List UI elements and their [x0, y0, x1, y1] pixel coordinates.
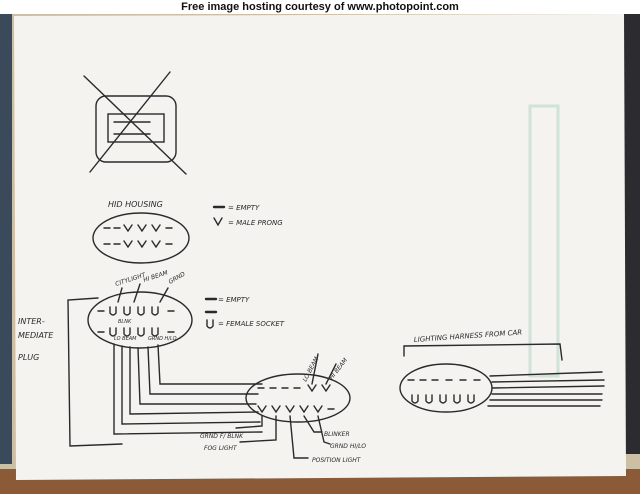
plug-bottom-label-grnd: GRND H/LO [148, 336, 177, 342]
hid-housing-shape [92, 212, 190, 264]
hosting-banner: Free image hosting courtesy of www.photo… [0, 0, 640, 14]
banner-text: Free image hosting courtesy of www.photo… [181, 1, 459, 13]
bleed-through-mark [528, 104, 560, 378]
plug-legend-female: = FEMALE SOCKET [218, 320, 285, 328]
harness-bracket [403, 343, 563, 361]
wiring-diagram: HID HOUSING = EMPTY = MALE PRONG = EMPTY… [0, 14, 640, 494]
housing-legend-empty: = EMPTY [228, 204, 260, 212]
plug-label-line-1: INTER- [18, 317, 45, 326]
male-prong-symbol [213, 217, 223, 227]
plug-label-line-3: PLUG [18, 353, 39, 362]
connector-label-grnd-hilo: GRND HI/LO [330, 443, 366, 450]
harness-wires [487, 371, 605, 407]
photo-scene: HID HOUSING = EMPTY = MALE PRONG = EMPTY… [0, 14, 640, 494]
plug-top-leaders [117, 283, 169, 303]
harness-connector-shape [399, 363, 493, 413]
connector-label-position-light: POSITION LIGHT [312, 457, 362, 464]
female-socket-symbol [206, 319, 214, 329]
housing-legend-male: = MALE PRONG [228, 219, 283, 227]
plug-label-line-2: MEDIATE [18, 331, 54, 340]
connector-label-fog-light: FOG LIGHT [204, 445, 238, 452]
connector-bottom-leaders [235, 415, 331, 459]
connector-label-grnd-blnk: GRND F/ BLNK [200, 433, 244, 440]
plug-inner-label: BLNK [118, 319, 132, 325]
intermediate-plug-shape [87, 291, 193, 349]
connector-top-leaders [311, 353, 337, 385]
plug-legend-empty: = EMPTY [218, 296, 250, 304]
plug-bottom-label-lobeam: LO BEAM [114, 336, 137, 342]
plug-bracket [67, 297, 123, 447]
plug-wires [113, 343, 263, 435]
connector-label-blinker: BLINKER [324, 431, 350, 438]
paper-sheet [14, 14, 626, 480]
crossed-out-sketch [83, 71, 187, 175]
hid-housing-label: HID HOUSING [108, 200, 163, 209]
main-connector-shape [245, 373, 351, 423]
left-book-edge [0, 14, 12, 464]
